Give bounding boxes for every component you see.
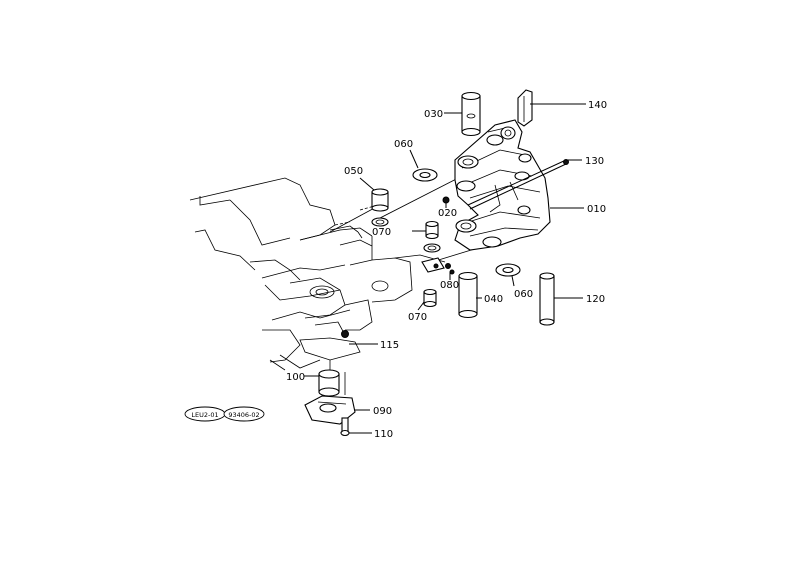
part-label-040: 040 (484, 294, 503, 305)
part-label-070: 070 (408, 312, 427, 323)
part-label-070: 070 (372, 227, 391, 238)
grease-nipple-group (421, 257, 455, 275)
tractor-frame-outline (189, 177, 446, 371)
part-label-030: 030 (424, 109, 443, 120)
thrust-washer (412, 168, 438, 182)
thrust-washer (495, 263, 521, 277)
part-number-labels: 140 030 130 060 050 010 020 070 080 060 … (286, 100, 607, 440)
pin-lower (458, 271, 478, 319)
part-label-110: 110 (374, 429, 393, 440)
leader-lines (304, 103, 586, 434)
ref-code: 93406-02 (228, 411, 259, 419)
part-label-130: 130 (585, 156, 604, 167)
rubber-mount (318, 369, 340, 397)
front-axle-bracket (454, 119, 551, 251)
bushing (371, 188, 389, 227)
ref-code: LEU2-01 (191, 411, 218, 419)
mount-plate (304, 395, 356, 425)
part-label-080: 080 (440, 280, 459, 291)
bushing-small (423, 220, 441, 253)
part-label-010: 010 (587, 204, 606, 215)
part-label-115: 115 (380, 340, 399, 351)
pin (461, 91, 481, 137)
part-label-090: 090 (373, 406, 392, 417)
part-label-050: 050 (344, 166, 363, 177)
part-label-060: 060 (514, 289, 533, 300)
part-label-120: 120 (586, 294, 605, 305)
part-label-020: 020 (438, 208, 457, 219)
mount-bolt (340, 417, 350, 437)
part-label-100: 100 (286, 372, 305, 383)
bushing-small (423, 288, 437, 308)
part-label-060: 060 (394, 139, 413, 150)
part-label-140: 140 (588, 100, 607, 111)
grease-nipple (442, 196, 450, 208)
reference-codes: LEU2-01 93406-02 (184, 406, 265, 422)
lock-plate (517, 89, 533, 127)
long-pin (539, 272, 555, 326)
bolt-small (341, 330, 349, 338)
long-bolt (467, 159, 569, 210)
